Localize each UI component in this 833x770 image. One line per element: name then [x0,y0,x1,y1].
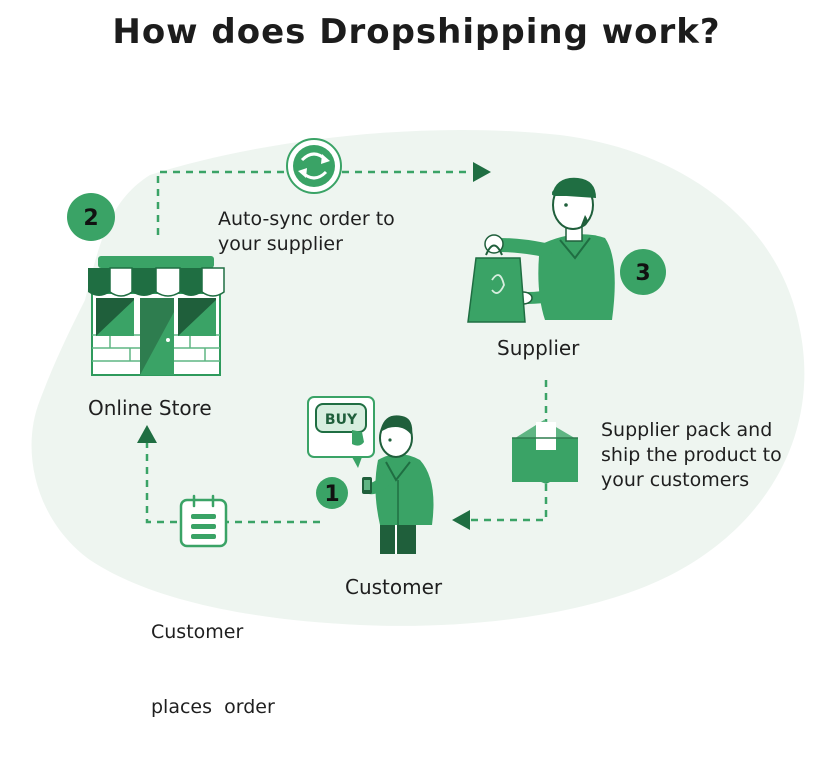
step-1-badge: 1 [316,477,348,509]
step-3-badge: 3 [620,249,666,295]
supplier-pack-line-1: Supplier pack and [601,419,773,441]
customer-places-line-1: Customer [151,621,244,643]
customer-places-line-2: places order [151,696,275,718]
order-list-icon [179,494,228,548]
flow-arrows [145,170,548,524]
phone-icon [362,477,372,494]
supplier-icon [484,177,615,320]
customer-label: Customer [345,575,443,599]
customer-icon [364,415,434,554]
arrowhead-up [137,425,157,443]
auto-sync-label: Auto-sync order to your supplier [218,207,395,257]
arrowhead-right [473,162,491,182]
step-3-number: 3 [635,261,650,286]
auto-sync-line-2: your supplier [218,233,343,255]
diagram-canvas: 2 [31,129,805,626]
buy-sign-icon: BUY [307,396,375,468]
background-blob [31,129,805,626]
supplier-label: Supplier [497,336,580,360]
step-1-number: 1 [324,482,339,507]
buy-sign-text: BUY [325,412,358,428]
supplier-pack-label: Supplier pack and ship the product to yo… [601,418,782,493]
auto-sync-line-1: Auto-sync order to [218,208,395,230]
customer-places-label: Customer places order [151,570,275,770]
supplier-pack-line-3: your customers [601,469,750,491]
arrowhead-left [452,510,470,530]
package-box-icon [512,420,578,484]
shop-icon [88,256,225,376]
shopping-bag-icon [467,244,526,323]
step-2-number: 2 [83,206,98,231]
step-2-badge: 2 [67,193,115,241]
supplier-pack-line-2: ship the product to [601,444,782,466]
online-store-label: Online Store [88,396,212,420]
dropshipping-diagram: How does Dropshipping work? 2 [31,12,805,718]
arrow-customer-to-store [145,440,320,524]
page-title: How does Dropshipping work? [112,12,721,52]
sync-icon [286,138,342,194]
